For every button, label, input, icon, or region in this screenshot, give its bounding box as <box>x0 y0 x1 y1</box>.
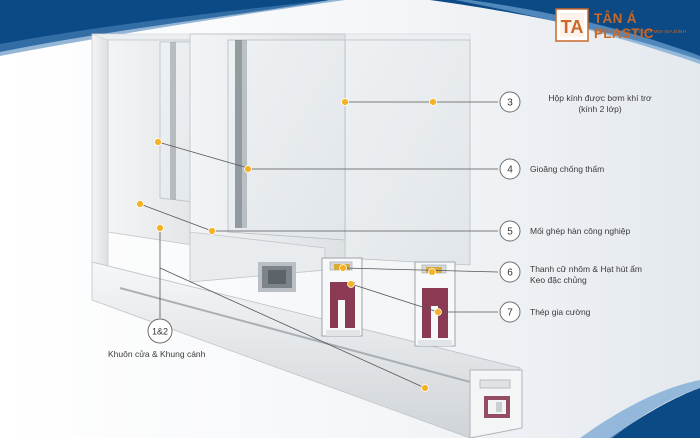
brand-header: TÂN Á PLASTIC GIA TRỊ TƯƠNG LAI CỦA MỌI … <box>556 8 696 44</box>
bottom-rail-profile <box>469 369 523 438</box>
leader-4 <box>157 141 249 169</box>
marker-7a <box>347 280 355 288</box>
brand-tagline: GIA TRỊ TƯƠNG LAI CỦA MỌI GIA ĐÌNH <box>594 29 687 34</box>
leader-7 <box>350 283 439 313</box>
front-sash-glass <box>227 39 346 241</box>
marker-3a <box>341 98 349 106</box>
top-left-swoosh <box>0 0 330 52</box>
brand-name: TÂN Á PLASTIC <box>594 11 654 41</box>
callout-circle-5 <box>499 220 521 242</box>
callout-number-7: 7 <box>507 308 513 319</box>
marker-3b <box>429 98 437 106</box>
callout-circle-7 <box>499 301 521 323</box>
marker-7b <box>434 308 442 316</box>
marker-12a <box>156 224 164 232</box>
marker-12b <box>421 384 429 392</box>
svg-text:TA: TA <box>561 17 584 37</box>
callout-label-12-line1: Khuôn cửa & Khung cánh <box>108 349 206 359</box>
callout-number-12: 1&2 <box>152 327 168 337</box>
callout-label-4: Gioăng chống thấm <box>530 164 604 175</box>
callout-label-12: Khuôn cửa & Khung cánh <box>108 349 205 360</box>
outer-frame-left <box>91 33 109 273</box>
callout-label-6: Thanh cữ nhôm & Hạt hút ẩm Keo đặc chủng <box>530 264 642 286</box>
front-sash-gasket-inner <box>242 40 247 228</box>
front-sash-gasket <box>235 40 242 228</box>
top-right-swoosh <box>430 0 700 60</box>
callout-number-5: 5 <box>507 227 513 238</box>
callout-label-4-line1: Gioăng chống thấm <box>530 164 605 174</box>
callout-label-5: Mối ghép hàn công nghiệp <box>530 226 630 237</box>
marker-5b <box>208 227 216 235</box>
leader-5a <box>139 203 213 232</box>
sash-profile-rear <box>414 261 456 347</box>
callout-number-6: 6 <box>507 268 513 279</box>
brand-logo-mark: TA <box>555 8 589 42</box>
bottom-right-swoosh-highlight <box>580 380 700 438</box>
bottom-right-swoosh <box>610 388 700 438</box>
leader-6 <box>342 267 499 273</box>
callout-number-3: 3 <box>507 98 513 109</box>
marker-4b <box>244 165 252 173</box>
callout-circles <box>147 91 521 344</box>
leader-markers <box>136 98 442 392</box>
callout-circle-6 <box>499 261 521 283</box>
marker-6b <box>428 268 436 276</box>
callout-label-3: Hộp kính được bơm khí trơ (kính 2 lớp) <box>532 93 668 115</box>
leader-12b <box>159 267 426 389</box>
callout-label-5-line1: Mối ghép hàn công nghiệp <box>530 226 631 236</box>
callout-number-4: 4 <box>507 165 513 176</box>
callout-circle-3 <box>499 91 521 113</box>
marker-5a <box>136 200 144 208</box>
sash-handle <box>258 262 296 292</box>
callout-label-6-line1: Thanh cữ nhôm & Hạt hút ẩm <box>530 264 642 274</box>
bottom-rail-groove <box>119 287 501 391</box>
callout-label-7-line1: Thép gia cường <box>530 307 591 317</box>
leader-lines <box>139 101 499 389</box>
callout-label-7: Thép gia cường <box>530 307 590 318</box>
rear-sash-gasket <box>170 42 176 200</box>
callout-label-3-line2: (kính 2 lớp) <box>578 104 622 114</box>
marker-6a <box>339 264 347 272</box>
callout-circle-12 <box>147 318 173 344</box>
marker-4a <box>154 138 162 146</box>
callout-numbers: 3 4 5 6 7 1&2 <box>152 98 513 337</box>
callout-label-3-line1: Hộp kính được bơm khí trơ <box>548 93 652 103</box>
callout-label-6-line2: Keo đặc chủng <box>530 275 587 285</box>
callout-circle-4 <box>499 158 521 180</box>
